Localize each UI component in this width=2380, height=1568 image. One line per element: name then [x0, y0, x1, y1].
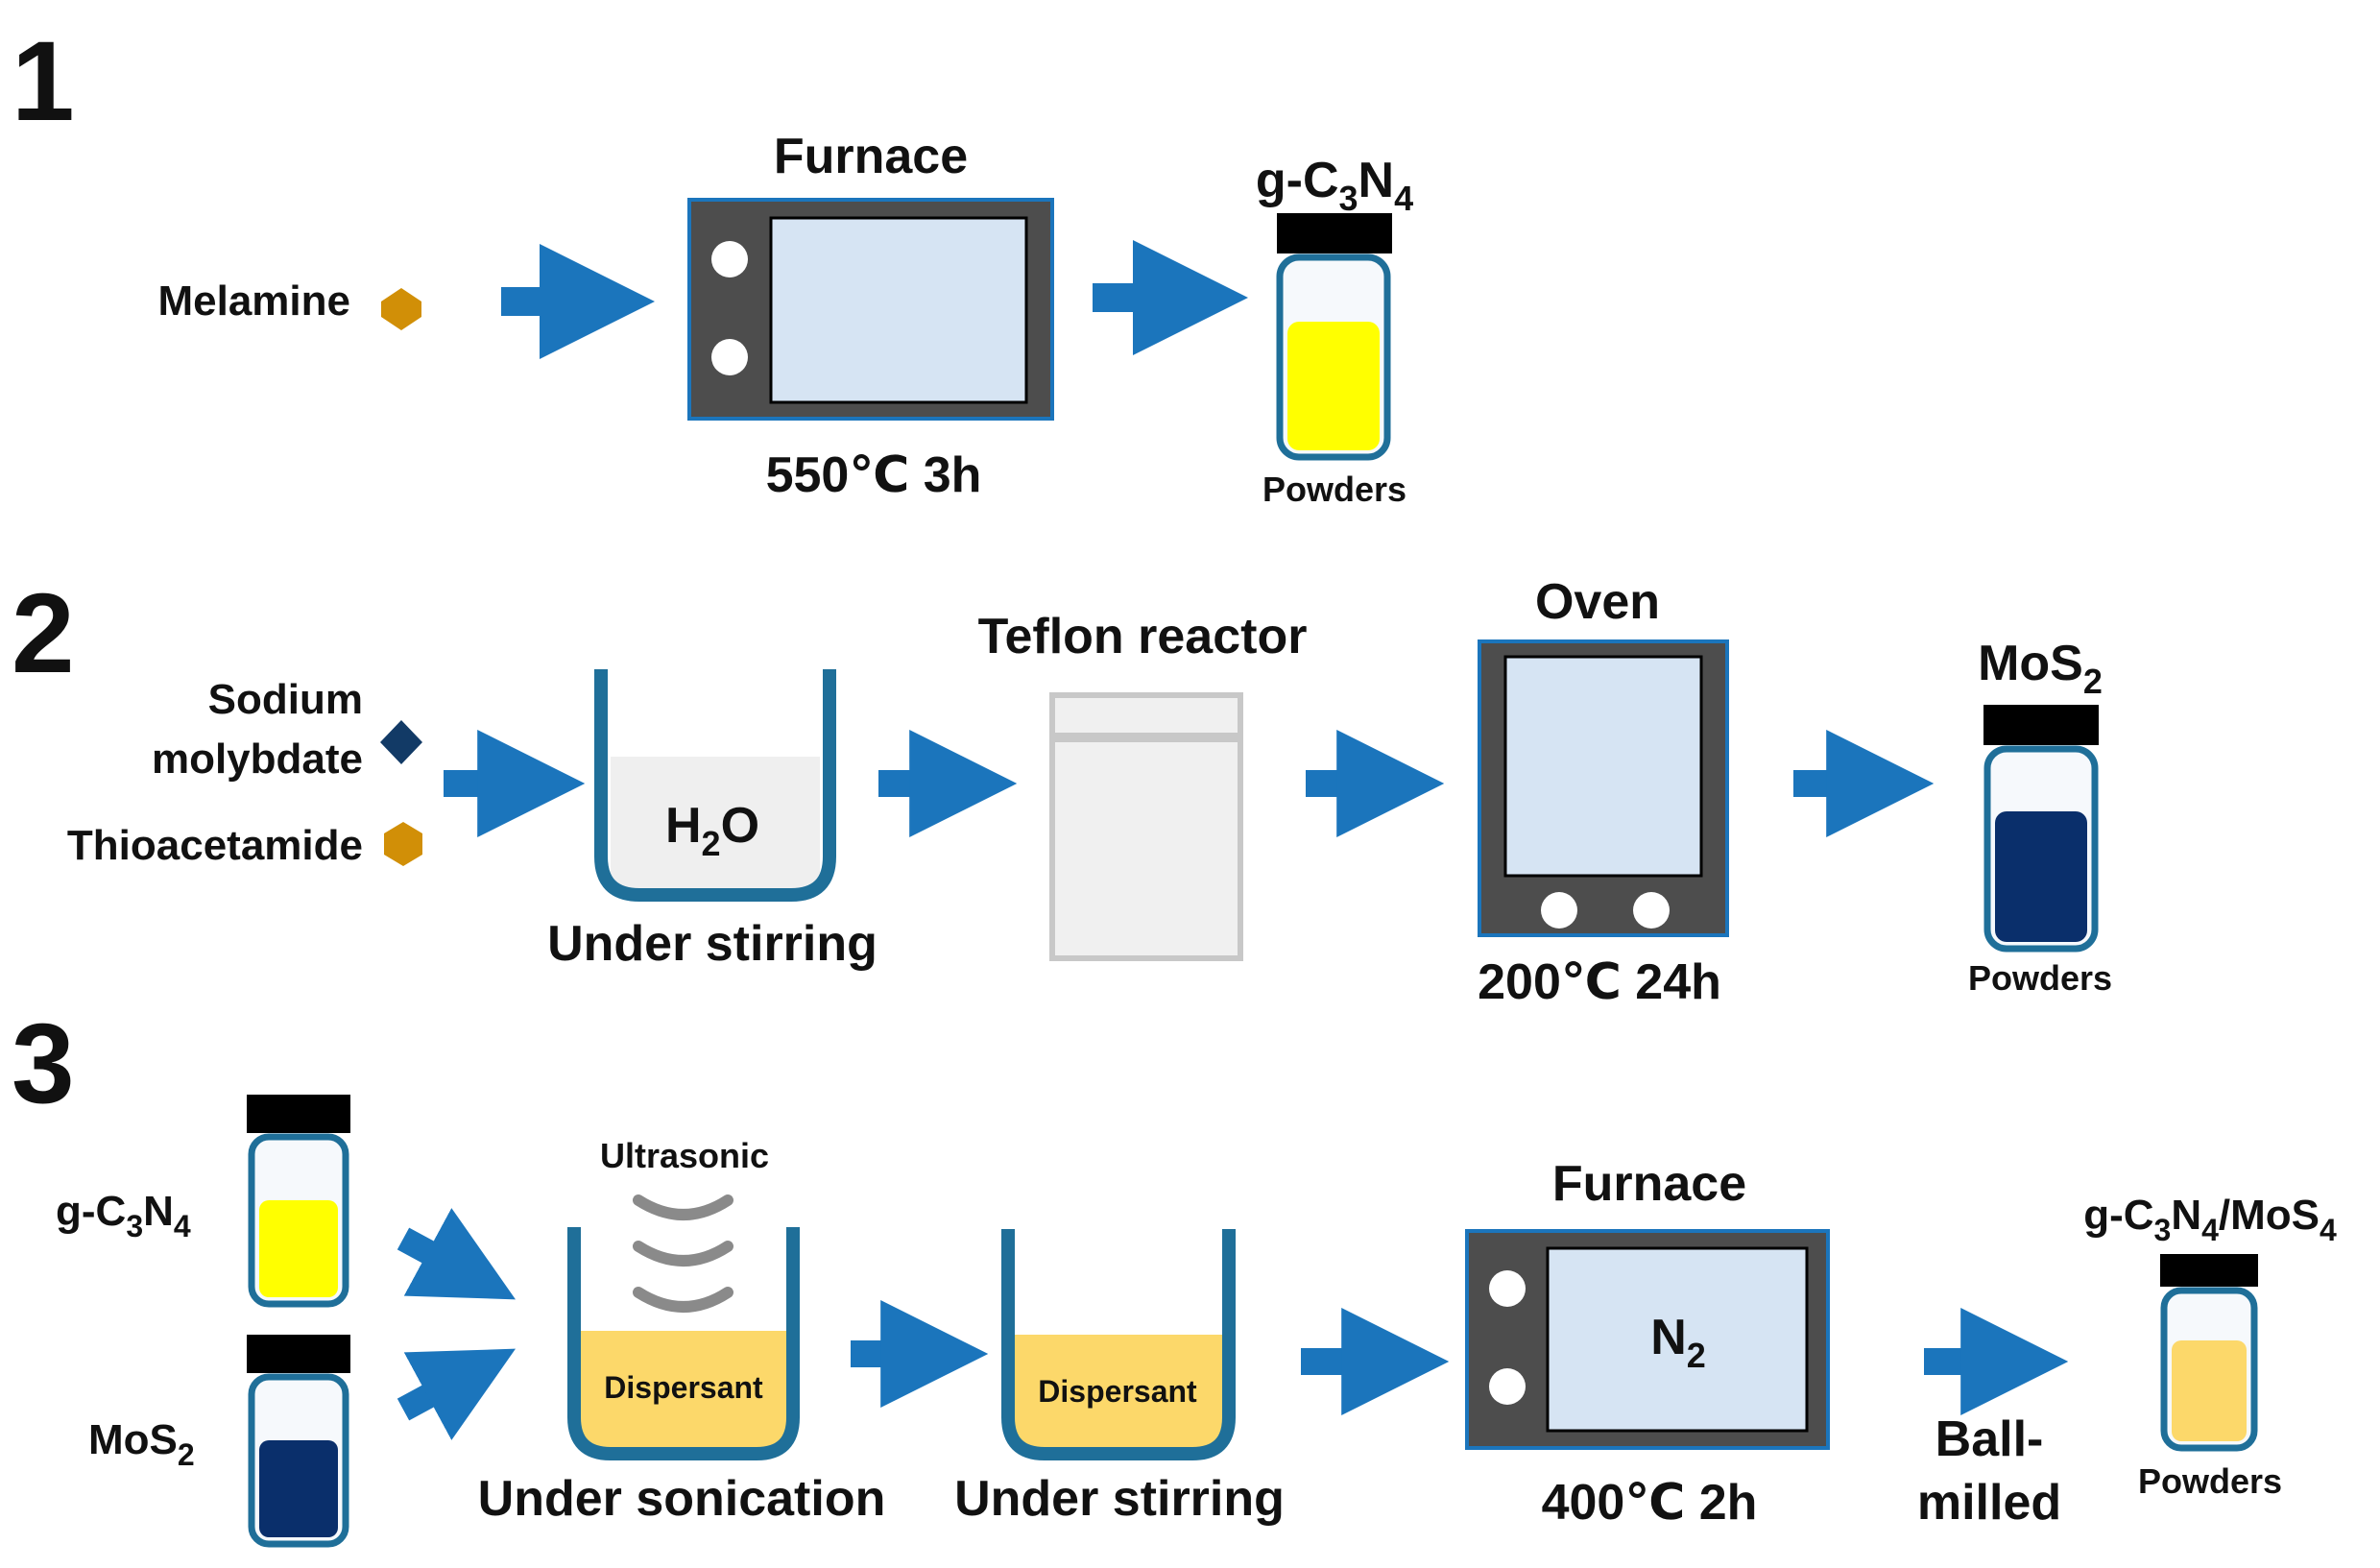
ultrasonic-waves-icon: [633, 1194, 733, 1313]
furnace-icon: [687, 198, 1054, 421]
step3-arrow-gcn: [397, 1208, 517, 1300]
mos2-vial-icon: [1983, 705, 2099, 953]
step-number-1: 1: [12, 18, 75, 145]
step3-arrow-mos2: [397, 1348, 517, 1440]
mos2-product-label: MoS2: [1978, 636, 2103, 701]
furnace-condition-step3: 400℃ 2h: [1542, 1475, 1758, 1531]
furnace-title: Furnace: [774, 129, 968, 184]
furnace-icon-step3: [1465, 1229, 1830, 1450]
gcn-powders-caption: Powders: [1262, 470, 1406, 509]
composite-product-label: g-C3N4/MoS4: [2083, 1192, 2337, 1247]
gcn-input-vial-icon: [247, 1095, 350, 1308]
sonication-beaker-icon: [567, 1227, 800, 1460]
oven-icon: [1478, 639, 1729, 937]
under-stirring-caption-step2: Under stirring: [547, 916, 877, 972]
sodium-diamond-icon: [380, 720, 422, 764]
gcn-vial-icon: [1276, 213, 1392, 461]
dispersant-label-2: Dispersant: [1038, 1374, 1197, 1409]
step-number-2: 2: [12, 570, 75, 697]
mos2-input-vial-icon: [247, 1335, 350, 1548]
water-beaker-icon: [594, 669, 836, 902]
teflon-reactor-icon: [1049, 692, 1243, 961]
sodium-label-line2: molybdate: [152, 736, 363, 783]
composite-powders-caption: Powders: [2138, 1461, 2282, 1501]
melamine-hexagon-icon: [381, 288, 421, 330]
step-number-3: 3: [12, 1001, 75, 1127]
under-stirring-caption-step3: Under stirring: [954, 1471, 1285, 1527]
stirring-beaker-icon: [1001, 1229, 1236, 1460]
ultrasonic-label: Ultrasonic: [600, 1136, 769, 1175]
furnace-title-step3: Furnace: [1552, 1156, 1746, 1212]
dispersant-label-1: Dispersant: [604, 1370, 763, 1405]
thioacetamide-hexagon-icon: [384, 822, 422, 866]
thioacetamide-label: Thioacetamide: [67, 822, 363, 869]
mos2-powders-caption: Powders: [1968, 958, 2112, 998]
melamine-label: Melamine: [157, 277, 350, 325]
sodium-label-line1: Sodium: [208, 676, 363, 723]
step-2: 2 Sodium molybdate Thioacetamide H2O Und…: [12, 570, 2112, 1010]
gcn-product-label: g-C3N4: [1256, 153, 1413, 218]
ball-milled-line1: Ball-: [1935, 1411, 2044, 1467]
under-sonication-caption: Under sonication: [478, 1471, 886, 1527]
furnace-condition: 550℃ 3h: [766, 447, 982, 503]
mos2-input-label: MoS2: [88, 1416, 195, 1472]
oven-title: Oven: [1535, 574, 1660, 630]
gcn-input-label: g-C3N4: [56, 1188, 191, 1243]
step-3: 3 g-C3N4 MoS2 Ultrasonic Dispersant Unde…: [12, 1001, 2337, 1548]
step-1: 1 Melamine Furnace 550℃ 3h g-C3N4 Powder…: [12, 18, 1413, 509]
teflon-reactor-title: Teflon reactor: [978, 609, 1308, 664]
oven-condition: 200℃ 24h: [1478, 954, 1721, 1010]
ball-milled-line2: milled: [1917, 1475, 2061, 1531]
composite-vial-icon: [2160, 1254, 2258, 1452]
